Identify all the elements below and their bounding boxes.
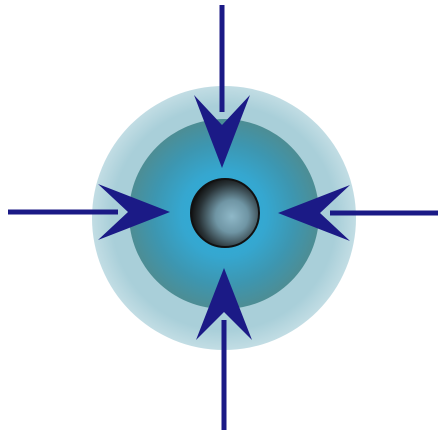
core-sphere bbox=[191, 179, 259, 247]
